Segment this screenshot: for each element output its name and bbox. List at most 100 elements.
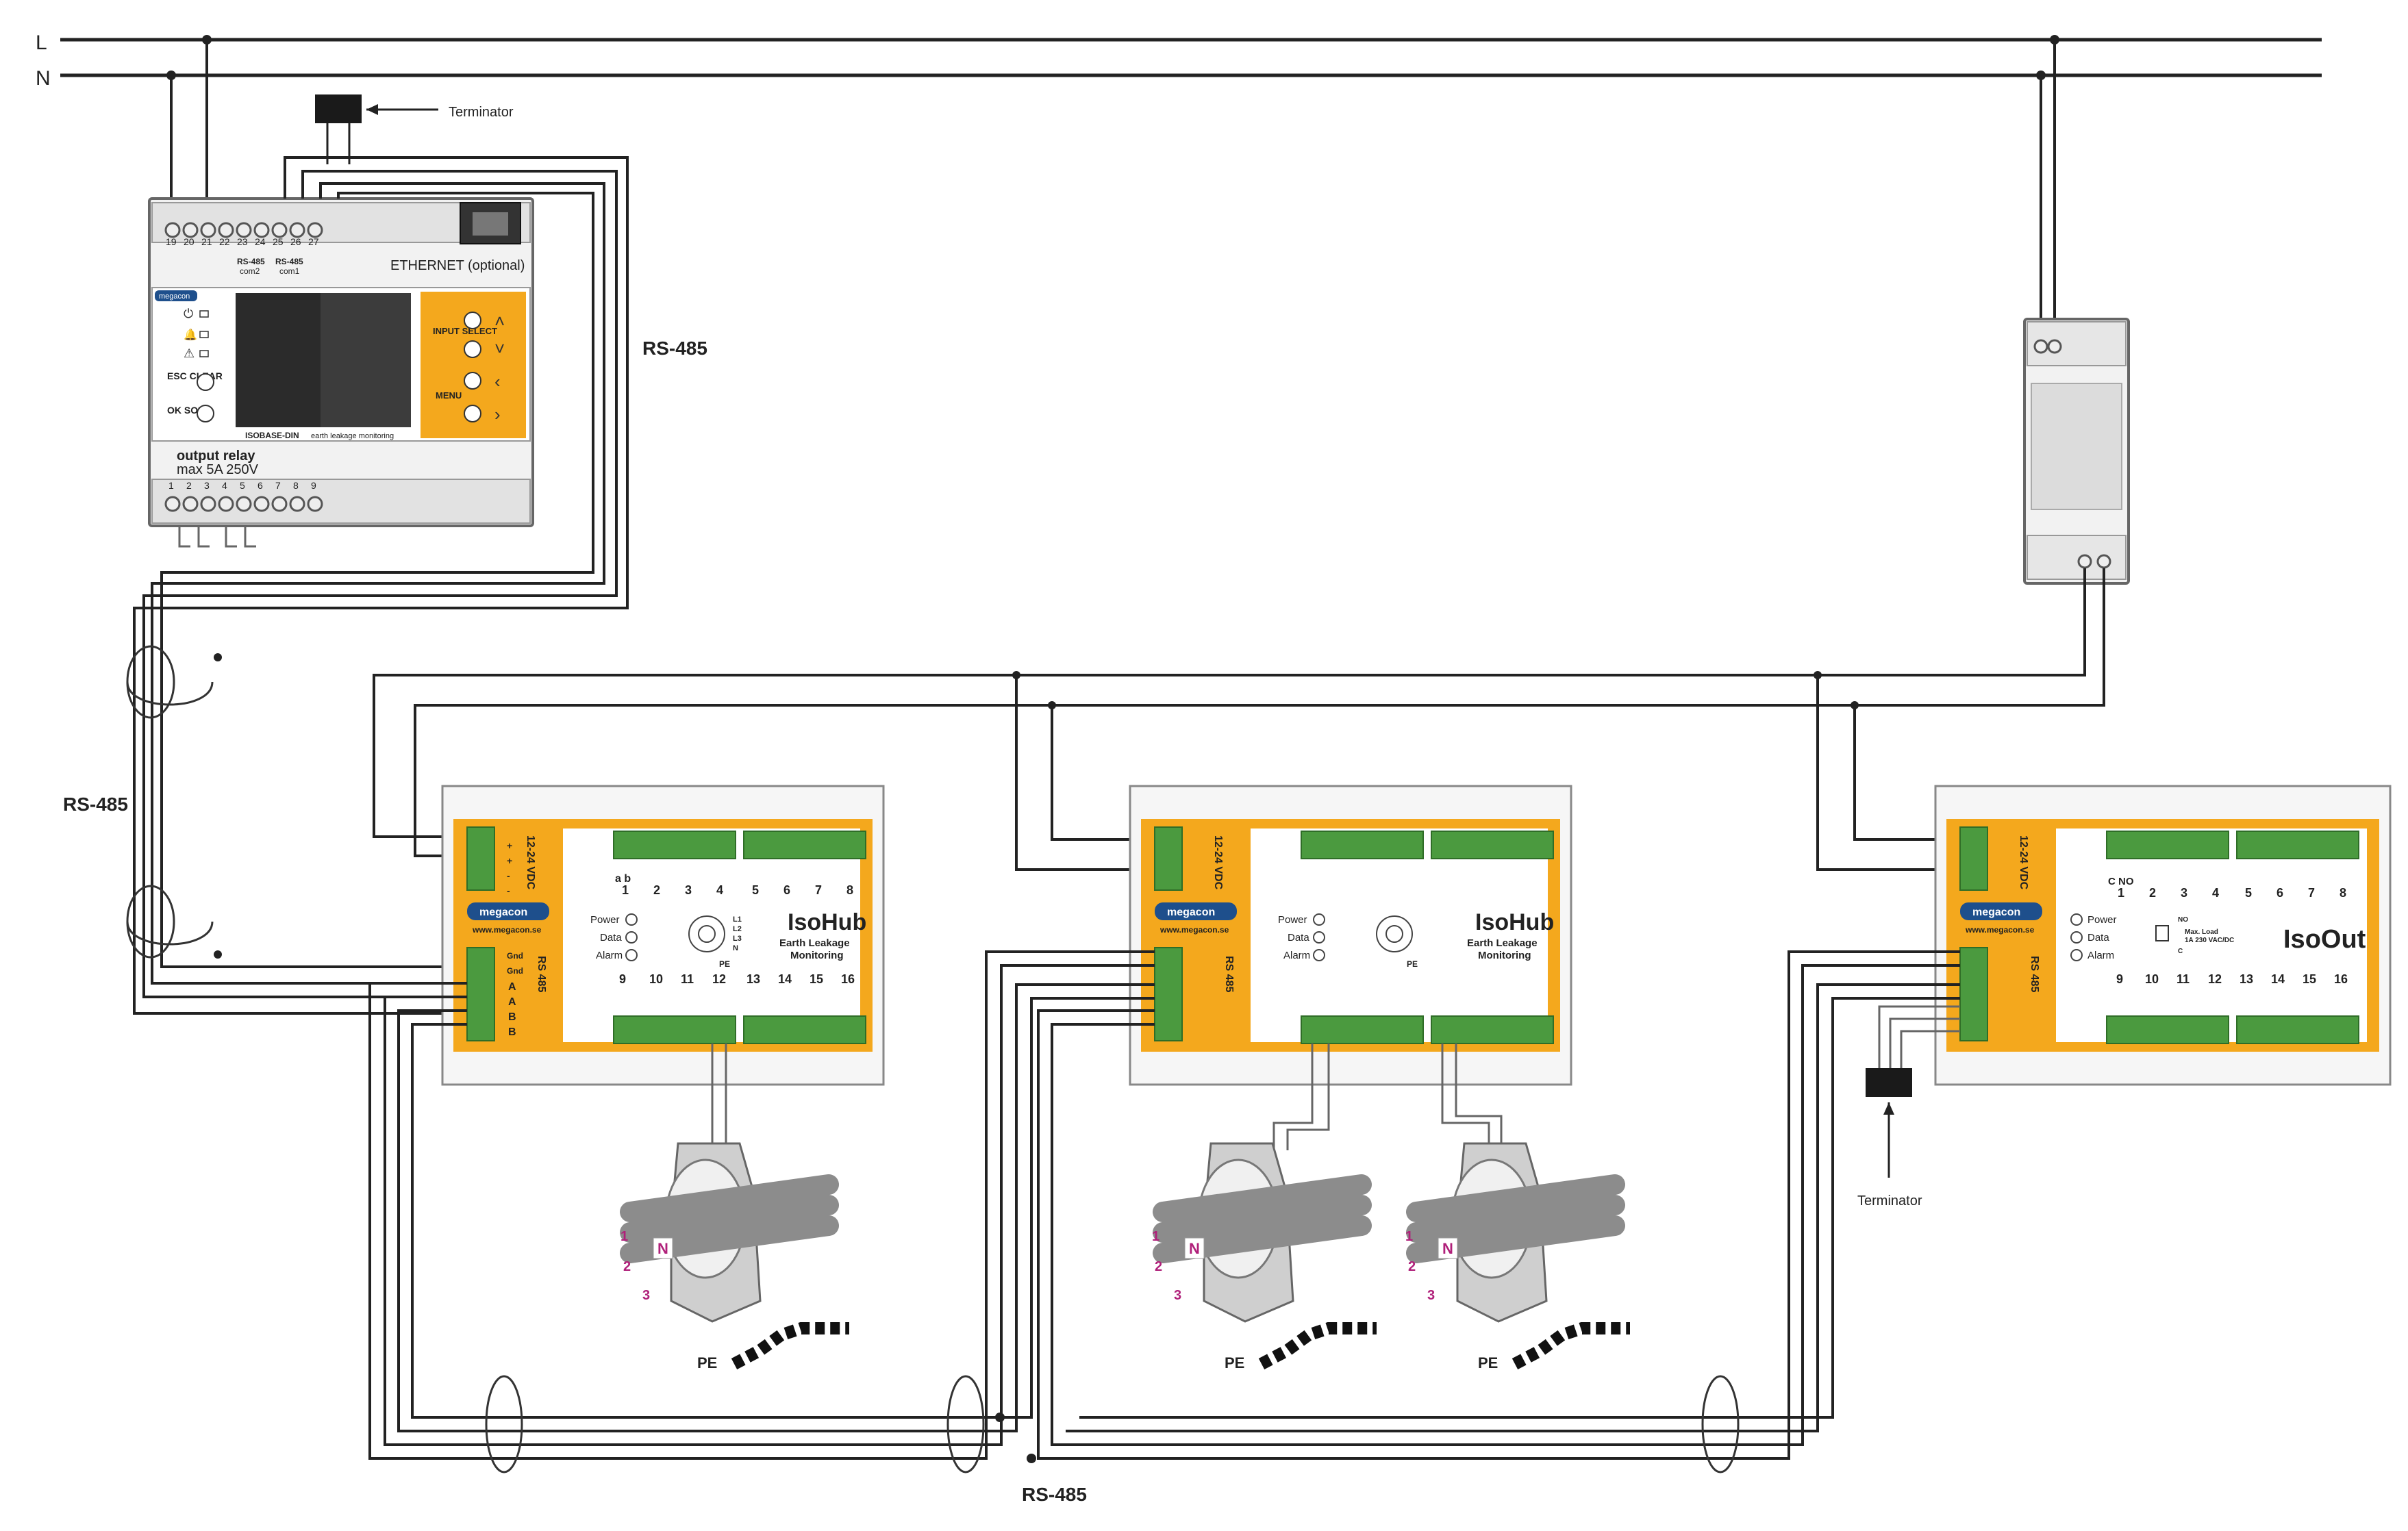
isohub1-ch-7: 7	[815, 883, 822, 897]
isohub2-supply-connector[interactable]	[1154, 826, 1183, 891]
isohub1-pin-a-2: A	[508, 996, 516, 1008]
isoout-brand-badge	[1960, 902, 2042, 920]
isobase-terminal-25: 25	[273, 236, 284, 247]
sensor1-conductor-1: 1	[620, 1229, 628, 1244]
isobase-com1-label: com1	[279, 266, 300, 276]
isobase-relay-terminal-8: 8	[293, 480, 299, 491]
relay-coil-icon	[2155, 925, 2169, 941]
isohub1-rotary-switch[interactable]	[688, 915, 725, 952]
isohub2-rs485-label: RS 485	[1223, 956, 1235, 992]
isohub2-brand: megacon	[1167, 907, 1215, 918]
isohub1-supply-connector[interactable]	[466, 826, 495, 891]
isohub1-ch-12: 12	[712, 972, 726, 986]
isohub1-phase-l3: L3	[733, 935, 742, 943]
rs485-bottom-label: RS-485	[1022, 1484, 1087, 1505]
terminator-bottom: Terminator	[1857, 1005, 1960, 1209]
isohub2-channel-connector-1-4[interactable]	[1301, 831, 1424, 859]
isohub1-phase-l1: L1	[733, 915, 742, 924]
sensor3-pe-label: PE	[1478, 1354, 1498, 1371]
isohub2-data-led	[1313, 931, 1325, 944]
terminator-top-block	[315, 94, 362, 123]
isoout: 12-24 VDC megacon www.megacon.se RS 485 …	[1934, 785, 2392, 1086]
isobase-terminal-23: 23	[237, 236, 248, 247]
mains-lines: L N	[36, 31, 2322, 342]
isoout-relay-connector-1-4[interactable]	[2106, 831, 2229, 859]
isohub1-pin-gnd-1: Gnd	[507, 951, 523, 961]
key-up-button[interactable]	[464, 312, 481, 329]
isoout-ch-6: 6	[2277, 886, 2283, 900]
isohub1-ch-15: 15	[810, 972, 823, 986]
isoout-title: IsoOut	[2283, 925, 2366, 954]
isohub1-supply-pin-4: -	[507, 885, 510, 896]
key-down-button[interactable]	[464, 340, 481, 358]
isohub1-pe-label: PE	[719, 959, 730, 969]
isohub1-channel-connector-9-12[interactable]	[613, 1015, 736, 1044]
isoout-brand: megacon	[1972, 907, 2020, 918]
isohub1-channel-connector-5-8[interactable]	[743, 831, 866, 859]
isohub1-channel-connector-1-4[interactable]	[613, 831, 736, 859]
isobase-brand: megacon	[159, 292, 190, 301]
isoout-relay-connector-5-8[interactable]	[2236, 831, 2359, 859]
isohub1-pin-b-2: B	[508, 1026, 516, 1038]
isohub2-channel-connector-5-8[interactable]	[1431, 831, 1554, 859]
isohub1-ch-9: 9	[619, 972, 626, 986]
output-relay-title: output relay	[177, 448, 255, 464]
ok-sort-button[interactable]	[197, 405, 214, 422]
isohub1-ch-1: 1	[622, 883, 629, 897]
esc-clear-button[interactable]	[197, 373, 214, 391]
isohub2-supply-label: 12-24 VDC	[1212, 835, 1224, 890]
isoout-ch-3: 3	[2181, 886, 2187, 900]
isoout-ch-9: 9	[2116, 972, 2123, 986]
isohub2-subtitle2: Monitoring	[1478, 950, 1531, 961]
isohub2-power-led	[1313, 913, 1325, 926]
menu-label: MENU	[436, 390, 462, 401]
isohub2-brand-badge	[1155, 902, 1237, 920]
line-n-label: N	[36, 67, 51, 90]
isoout-alarm-led	[2070, 949, 2083, 961]
isobase-terminal-19: 19	[166, 236, 177, 247]
isohub1-data-label: Data	[600, 932, 622, 944]
isohub2-channel-connector-13-16[interactable]	[1431, 1015, 1554, 1044]
isoout-power-led	[2070, 913, 2083, 926]
isoout-relay-connector-9-12[interactable]	[2106, 1015, 2229, 1044]
isohub1-ch-16: 16	[841, 972, 855, 986]
key-left-button[interactable]	[464, 372, 481, 390]
isohub1-power-led	[625, 913, 638, 926]
isobase-relay-terminal-6: 6	[258, 480, 263, 491]
rs485-daisy-chain: RS-485	[368, 950, 1960, 1505]
isoout-rs485-label: RS 485	[2029, 956, 2040, 992]
isoout-ch-5: 5	[2245, 886, 2252, 900]
terminator-top-label: Terminator	[449, 105, 514, 120]
isoout-relay-no: NO	[2178, 916, 2188, 924]
isohub2-website: www.megacon.se	[1159, 925, 1229, 935]
isohub2-rs485-connector[interactable]	[1154, 947, 1183, 1041]
isohub2-rotary-switch[interactable]	[1376, 915, 1413, 952]
isohub2-channel-connector-9-12[interactable]	[1301, 1015, 1424, 1044]
isohub-1: 12-24 VDC + + - - megacon www.megacon.se…	[441, 785, 885, 1086]
isohub1-channel-connector-13-16[interactable]	[743, 1015, 866, 1044]
isoout-supply-connector[interactable]	[1959, 826, 1988, 891]
isoout-relay-connector-13-16[interactable]	[2236, 1015, 2359, 1044]
ethernet-port[interactable]	[460, 202, 521, 244]
isohub1-ch-2: 2	[653, 883, 660, 897]
isoout-data-led	[2070, 931, 2083, 944]
isohub1-supply-pin-3: -	[507, 870, 510, 881]
isohub1-ch-3: 3	[685, 883, 692, 897]
isohub1-ab-header: a b	[615, 873, 631, 885]
isohub1-ch-14: 14	[778, 972, 792, 986]
isoout-rs485-connector[interactable]	[1959, 947, 1988, 1041]
isohub1-ch-10: 10	[649, 972, 663, 986]
power-icon: ⏻	[184, 307, 193, 320]
isohub1-ch-11: 11	[681, 972, 694, 986]
isohub1-ch-13: 13	[747, 972, 760, 986]
isohub1-ch-6: 6	[783, 883, 790, 897]
isohub1-rs485-connector[interactable]	[466, 947, 495, 1041]
isohub1-brand-badge	[467, 902, 549, 920]
rs485-top-label: RS-485	[642, 338, 707, 359]
key-right-button[interactable]	[464, 405, 481, 422]
rs485-left-label: RS-485	[63, 794, 128, 815]
isoout-ch-12: 12	[2208, 972, 2222, 986]
isohub1-pin-a-1: A	[508, 981, 516, 993]
isoout-ch-7: 7	[2308, 886, 2315, 900]
isohub1-subtitle2: Monitoring	[790, 950, 843, 961]
